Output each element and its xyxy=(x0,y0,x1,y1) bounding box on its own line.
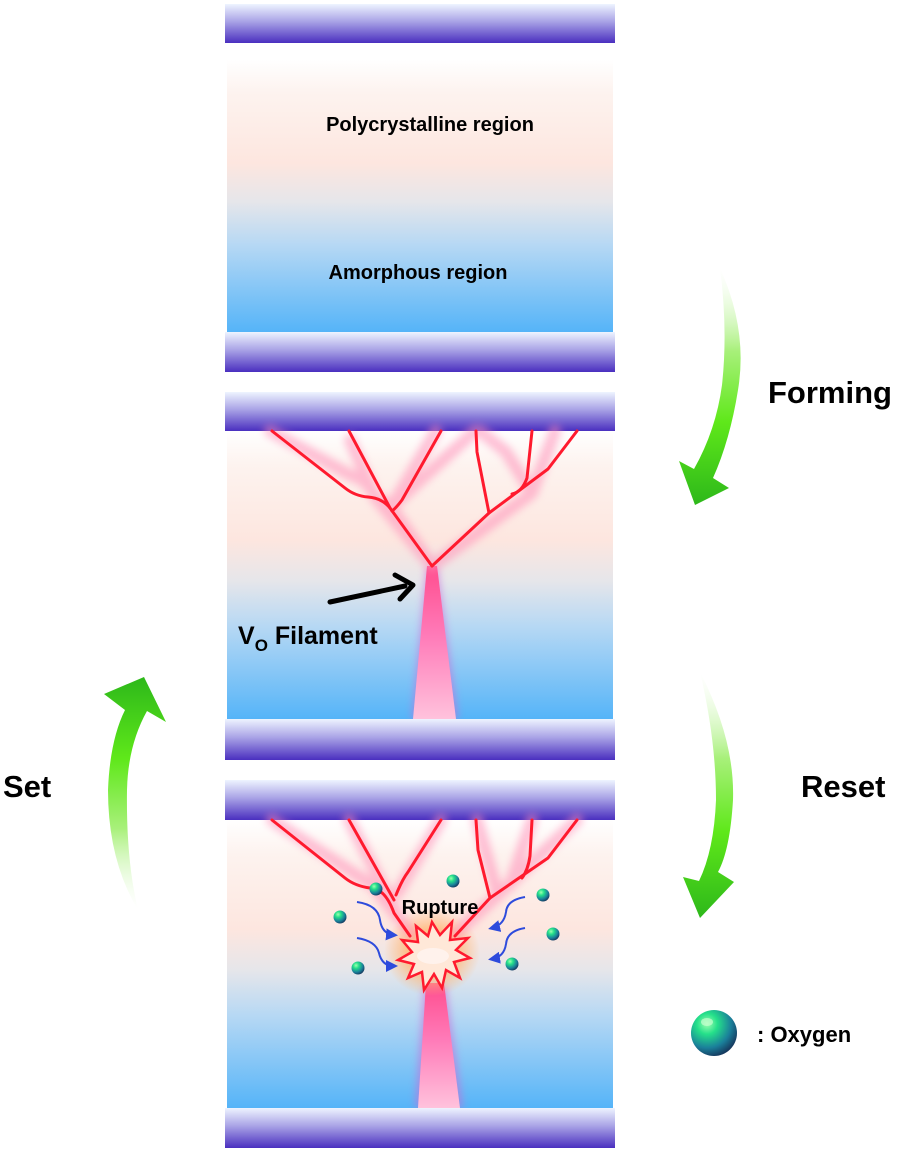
migration-arrow-icon xyxy=(356,937,398,972)
filament-word: Filament xyxy=(268,622,378,650)
oxygen-atom-icon xyxy=(546,927,560,941)
amorphous-region-label: Amorphous region xyxy=(329,262,508,284)
oxygen-legend-icon xyxy=(691,1010,737,1056)
oxygen-migration-arrows xyxy=(356,896,526,972)
filament-branch xyxy=(390,429,443,513)
oxygen-atom-icon xyxy=(446,874,460,888)
bottom-electrode xyxy=(225,719,615,760)
vo-subscript: O xyxy=(255,636,268,655)
forming-arrow-icon xyxy=(679,268,741,505)
filament-branch xyxy=(394,818,443,897)
legend: : Oxygen xyxy=(691,1010,851,1056)
vo-filament-label: VO Filament xyxy=(238,622,378,655)
filament-branch xyxy=(520,818,534,880)
filament-branch xyxy=(347,818,396,902)
filament-pointer-arrow xyxy=(327,572,416,605)
migration-arrow-icon xyxy=(356,901,398,941)
panel-formed: VO Filament xyxy=(225,392,615,760)
reset-label: Reset xyxy=(801,769,885,804)
filament-branch xyxy=(474,818,492,900)
set-label: Set xyxy=(3,769,51,804)
filament-branches xyxy=(264,425,579,572)
oxygen-atom-icon xyxy=(505,957,519,971)
set-arrow-icon xyxy=(104,677,166,910)
oxygen-atoms xyxy=(333,874,560,975)
polycrystalline-region-label: Polycrystalline region xyxy=(326,114,534,136)
oxygen-atom-icon xyxy=(333,910,347,924)
reset-arrow-icon xyxy=(683,672,734,918)
reset-transition: Reset xyxy=(683,672,885,918)
rupture-label: Rupture xyxy=(402,897,479,919)
top-electrode xyxy=(225,392,615,431)
bottom-electrode xyxy=(225,1108,615,1148)
panel-reset: Rupture xyxy=(225,780,615,1148)
oxygen-atom-icon xyxy=(351,961,365,975)
forming-transition: Forming xyxy=(679,268,892,505)
filament-branch xyxy=(474,429,491,515)
filament-cone xyxy=(418,983,460,1108)
oxygen-legend-highlight xyxy=(701,1018,713,1026)
vo-main: V xyxy=(238,622,255,650)
filament-branch xyxy=(347,429,392,510)
oxygen-legend-label: : Oxygen xyxy=(757,1022,851,1047)
top-electrode xyxy=(225,4,615,43)
migration-arrow-icon xyxy=(488,896,526,932)
filament-branch xyxy=(510,429,534,496)
bottom-electrode xyxy=(225,332,615,372)
migration-arrow-icon xyxy=(488,927,526,964)
forming-label: Forming xyxy=(768,375,892,410)
rupture-core xyxy=(417,948,449,964)
filament-branch xyxy=(453,818,579,938)
panel-initial: Polycrystalline region Amorphous region xyxy=(225,4,615,372)
set-transition: Set xyxy=(3,677,166,910)
top-electrode xyxy=(225,780,615,820)
oxygen-atom-icon xyxy=(536,888,550,902)
filament-cone xyxy=(413,566,456,719)
oxygen-atom-icon xyxy=(369,882,383,896)
oxide-layer xyxy=(227,60,613,332)
